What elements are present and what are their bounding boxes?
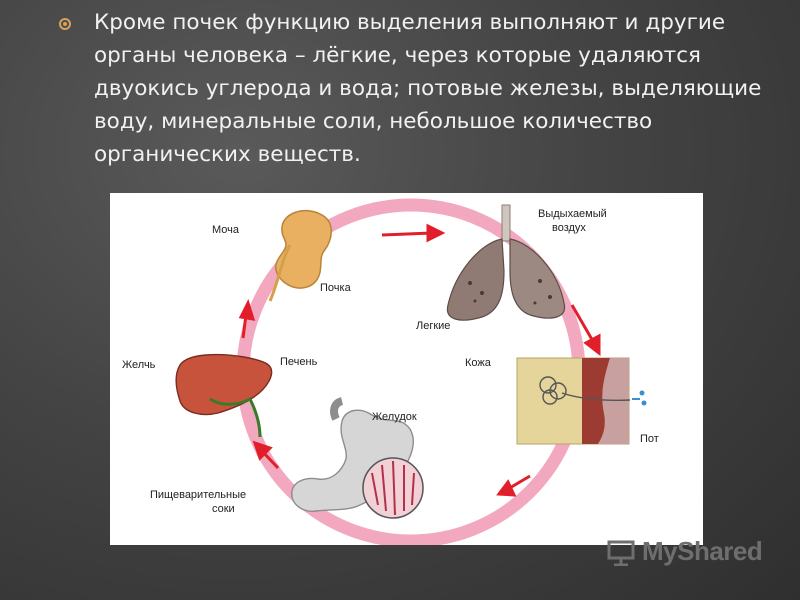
skin-illustration <box>516 357 647 445</box>
label-exhaled-air-line2: воздух <box>552 222 586 234</box>
label-digestive-juices-line2: соки <box>212 503 235 515</box>
kidney-illustration <box>268 209 332 302</box>
label-lungs: Легкие <box>416 320 451 332</box>
label-exhaled-air-line1: Выдыхаемый <box>538 208 607 220</box>
label-urine: Моча <box>212 224 240 236</box>
tissue-closeup-illustration <box>362 457 424 519</box>
diagram-graphics <box>175 198 647 545</box>
arrow-top <box>381 223 446 243</box>
arrow-right-bottom <box>496 474 531 497</box>
watermark-text: MyShared <box>642 536 763 566</box>
circle-bullet-icon <box>59 18 71 30</box>
label-stomach: Желудок <box>372 411 417 423</box>
slide-paragraph: Кроме почек функцию выделения выполняют … <box>94 10 762 167</box>
sweat-gland-icon <box>539 376 631 405</box>
label-bile: Желчь <box>122 359 156 371</box>
lungs-illustration <box>446 204 566 321</box>
label-digestive-juices-line1: Пищеварительные <box>150 489 247 501</box>
presentation-board-icon <box>607 540 635 566</box>
flow-arrows <box>238 223 601 497</box>
arrow-left-bottom <box>252 440 280 470</box>
label-sweat: Пот <box>640 433 659 445</box>
label-liver: Печень <box>280 356 318 368</box>
arrow-left-top <box>238 299 256 339</box>
excretion-diagram: Моча Почка Выдыхаемый воздух Легкие Кожа… <box>110 193 703 545</box>
liver-illustration <box>175 353 273 438</box>
label-kidney: Почка <box>320 282 351 294</box>
label-skin: Кожа <box>465 357 491 369</box>
arrow-right-top <box>570 304 601 357</box>
